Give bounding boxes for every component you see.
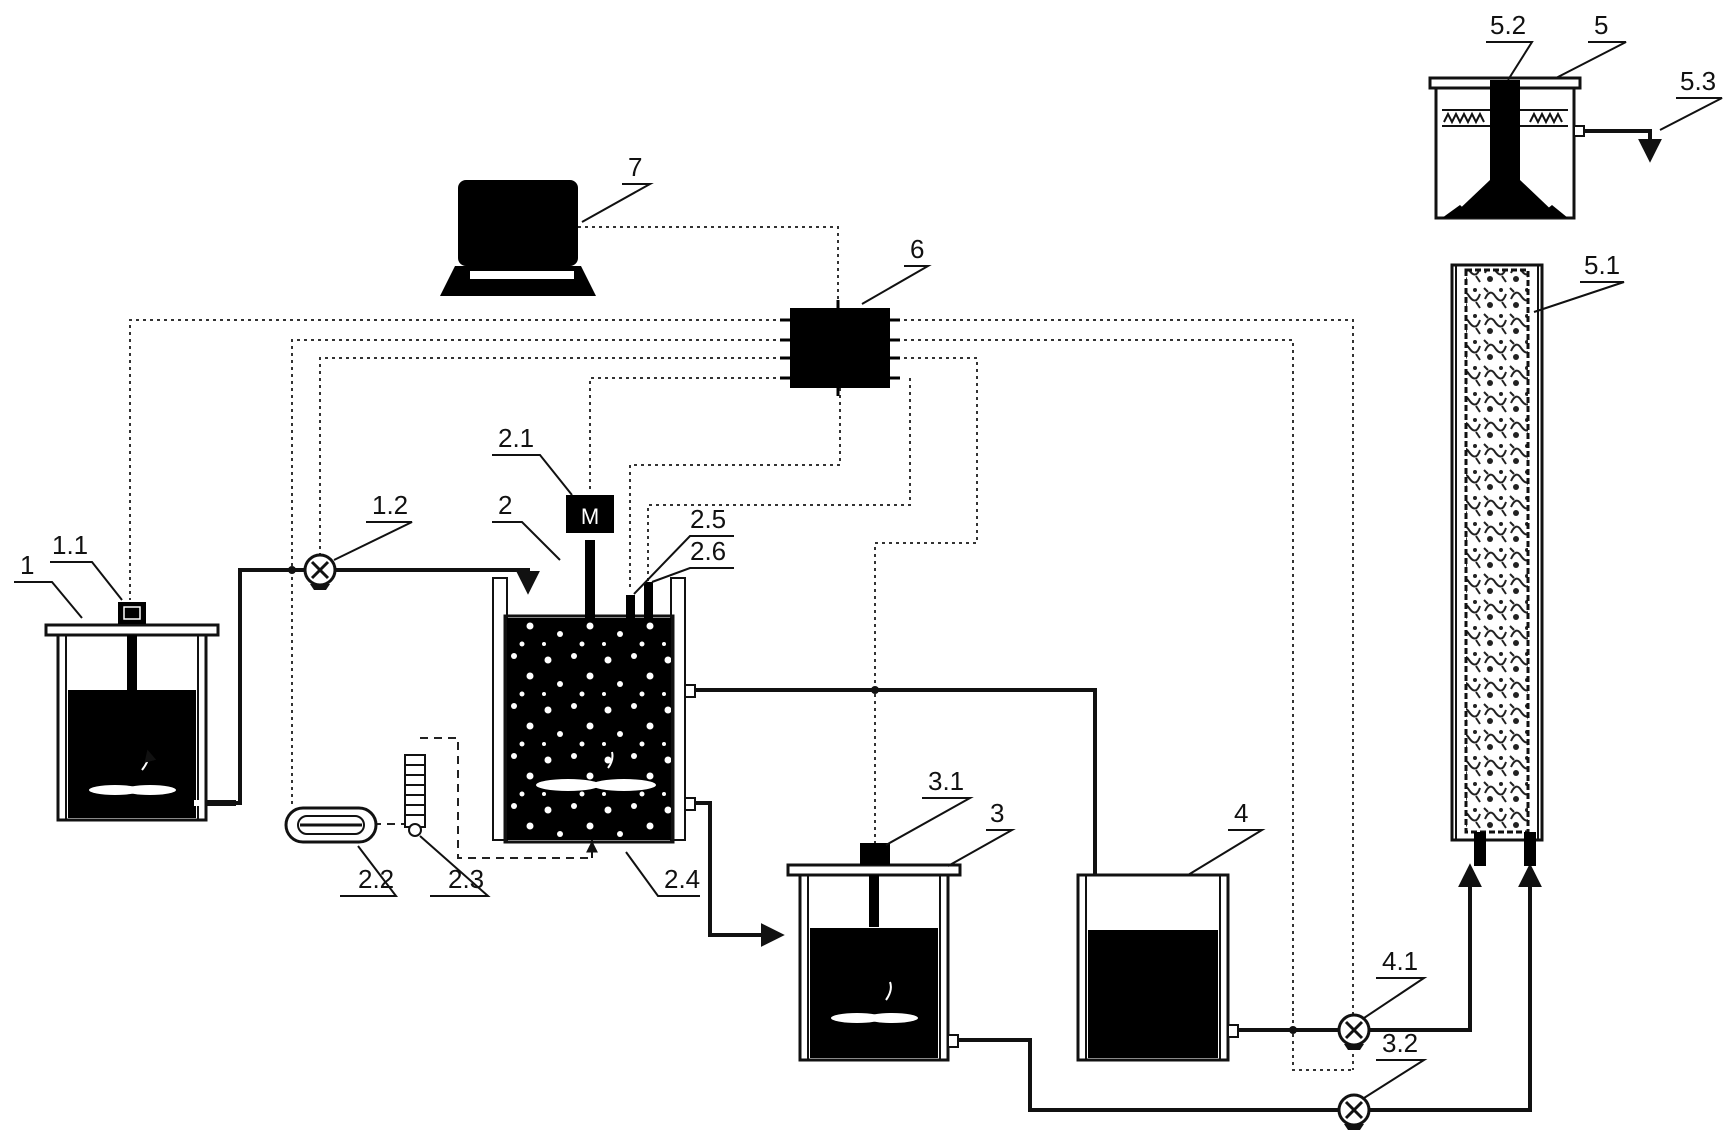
label-5-1: 5.1	[1584, 250, 1620, 280]
signal-controller-pump12	[319, 357, 790, 568]
feed-line-1	[236, 566, 540, 805]
motor-2-1: M	[566, 495, 614, 533]
reactor-2	[492, 540, 696, 844]
signal-computer-controller	[578, 226, 839, 308]
label-2-1: 2.1	[498, 423, 534, 453]
signal-controller-aerator	[291, 339, 790, 808]
column-5-1	[1450, 263, 1544, 866]
outlet-5-3	[1573, 125, 1662, 163]
signal-controller-tank1	[129, 319, 790, 600]
label-5-2: 5.2	[1490, 10, 1526, 40]
signal-lines	[129, 226, 1354, 1071]
label-2-6: 2.6	[690, 536, 726, 566]
label-5: 5	[1594, 10, 1608, 40]
label-1: 1	[20, 550, 34, 580]
signal-controller-probe26	[647, 378, 911, 590]
tank-3	[786, 863, 962, 1062]
probe-2-5	[626, 595, 635, 618]
pump-4-1	[1337, 1013, 1371, 1050]
lid-device-3-1	[860, 843, 890, 865]
label-3-1: 3.1	[928, 766, 964, 796]
signal-controller-tank3	[874, 357, 978, 845]
label-3-2: 3.2	[1382, 1028, 1418, 1058]
air-pump-2-2	[284, 806, 378, 844]
label-6: 6	[910, 234, 924, 264]
label-3: 3	[990, 798, 1004, 828]
label-2-5: 2.5	[690, 504, 726, 534]
tank-4	[1076, 873, 1239, 1062]
label-5-3: 5.3	[1680, 66, 1716, 96]
pump-1-2	[303, 553, 337, 590]
label-2: 2	[498, 490, 512, 520]
nozzle-5-2	[1450, 80, 1560, 218]
label-7: 7	[628, 152, 642, 182]
signal-controller-probe25	[629, 388, 841, 590]
label-2-4: 2.4	[664, 864, 700, 894]
pump-3-2	[1337, 1093, 1371, 1130]
label-1-2: 1.2	[372, 490, 408, 520]
label-4: 4	[1234, 798, 1248, 828]
controller-6	[780, 300, 900, 396]
tank-1	[44, 623, 236, 822]
signal-controller-pump41	[890, 339, 1294, 1013]
label-1-1: 1.1	[52, 530, 88, 560]
labels: 1 1.1 1.2 2 2.1 2.5 2.6 2.2 2.3 2.4 3.1 …	[14, 10, 1723, 1099]
probe-2-6	[644, 582, 653, 618]
signal-controller-motor	[589, 377, 790, 492]
label-2-3: 2.3	[448, 864, 484, 894]
lid-device-1-1	[118, 602, 146, 624]
motor-symbol: M	[581, 504, 599, 529]
column-feed-lines	[958, 863, 1542, 1112]
reactor-outlet-lines	[695, 686, 1107, 947]
flowmeter-2-3	[404, 754, 426, 837]
computer-7	[440, 180, 596, 296]
label-4-1: 4.1	[1382, 946, 1418, 976]
signal-branch	[1292, 1013, 1353, 1071]
